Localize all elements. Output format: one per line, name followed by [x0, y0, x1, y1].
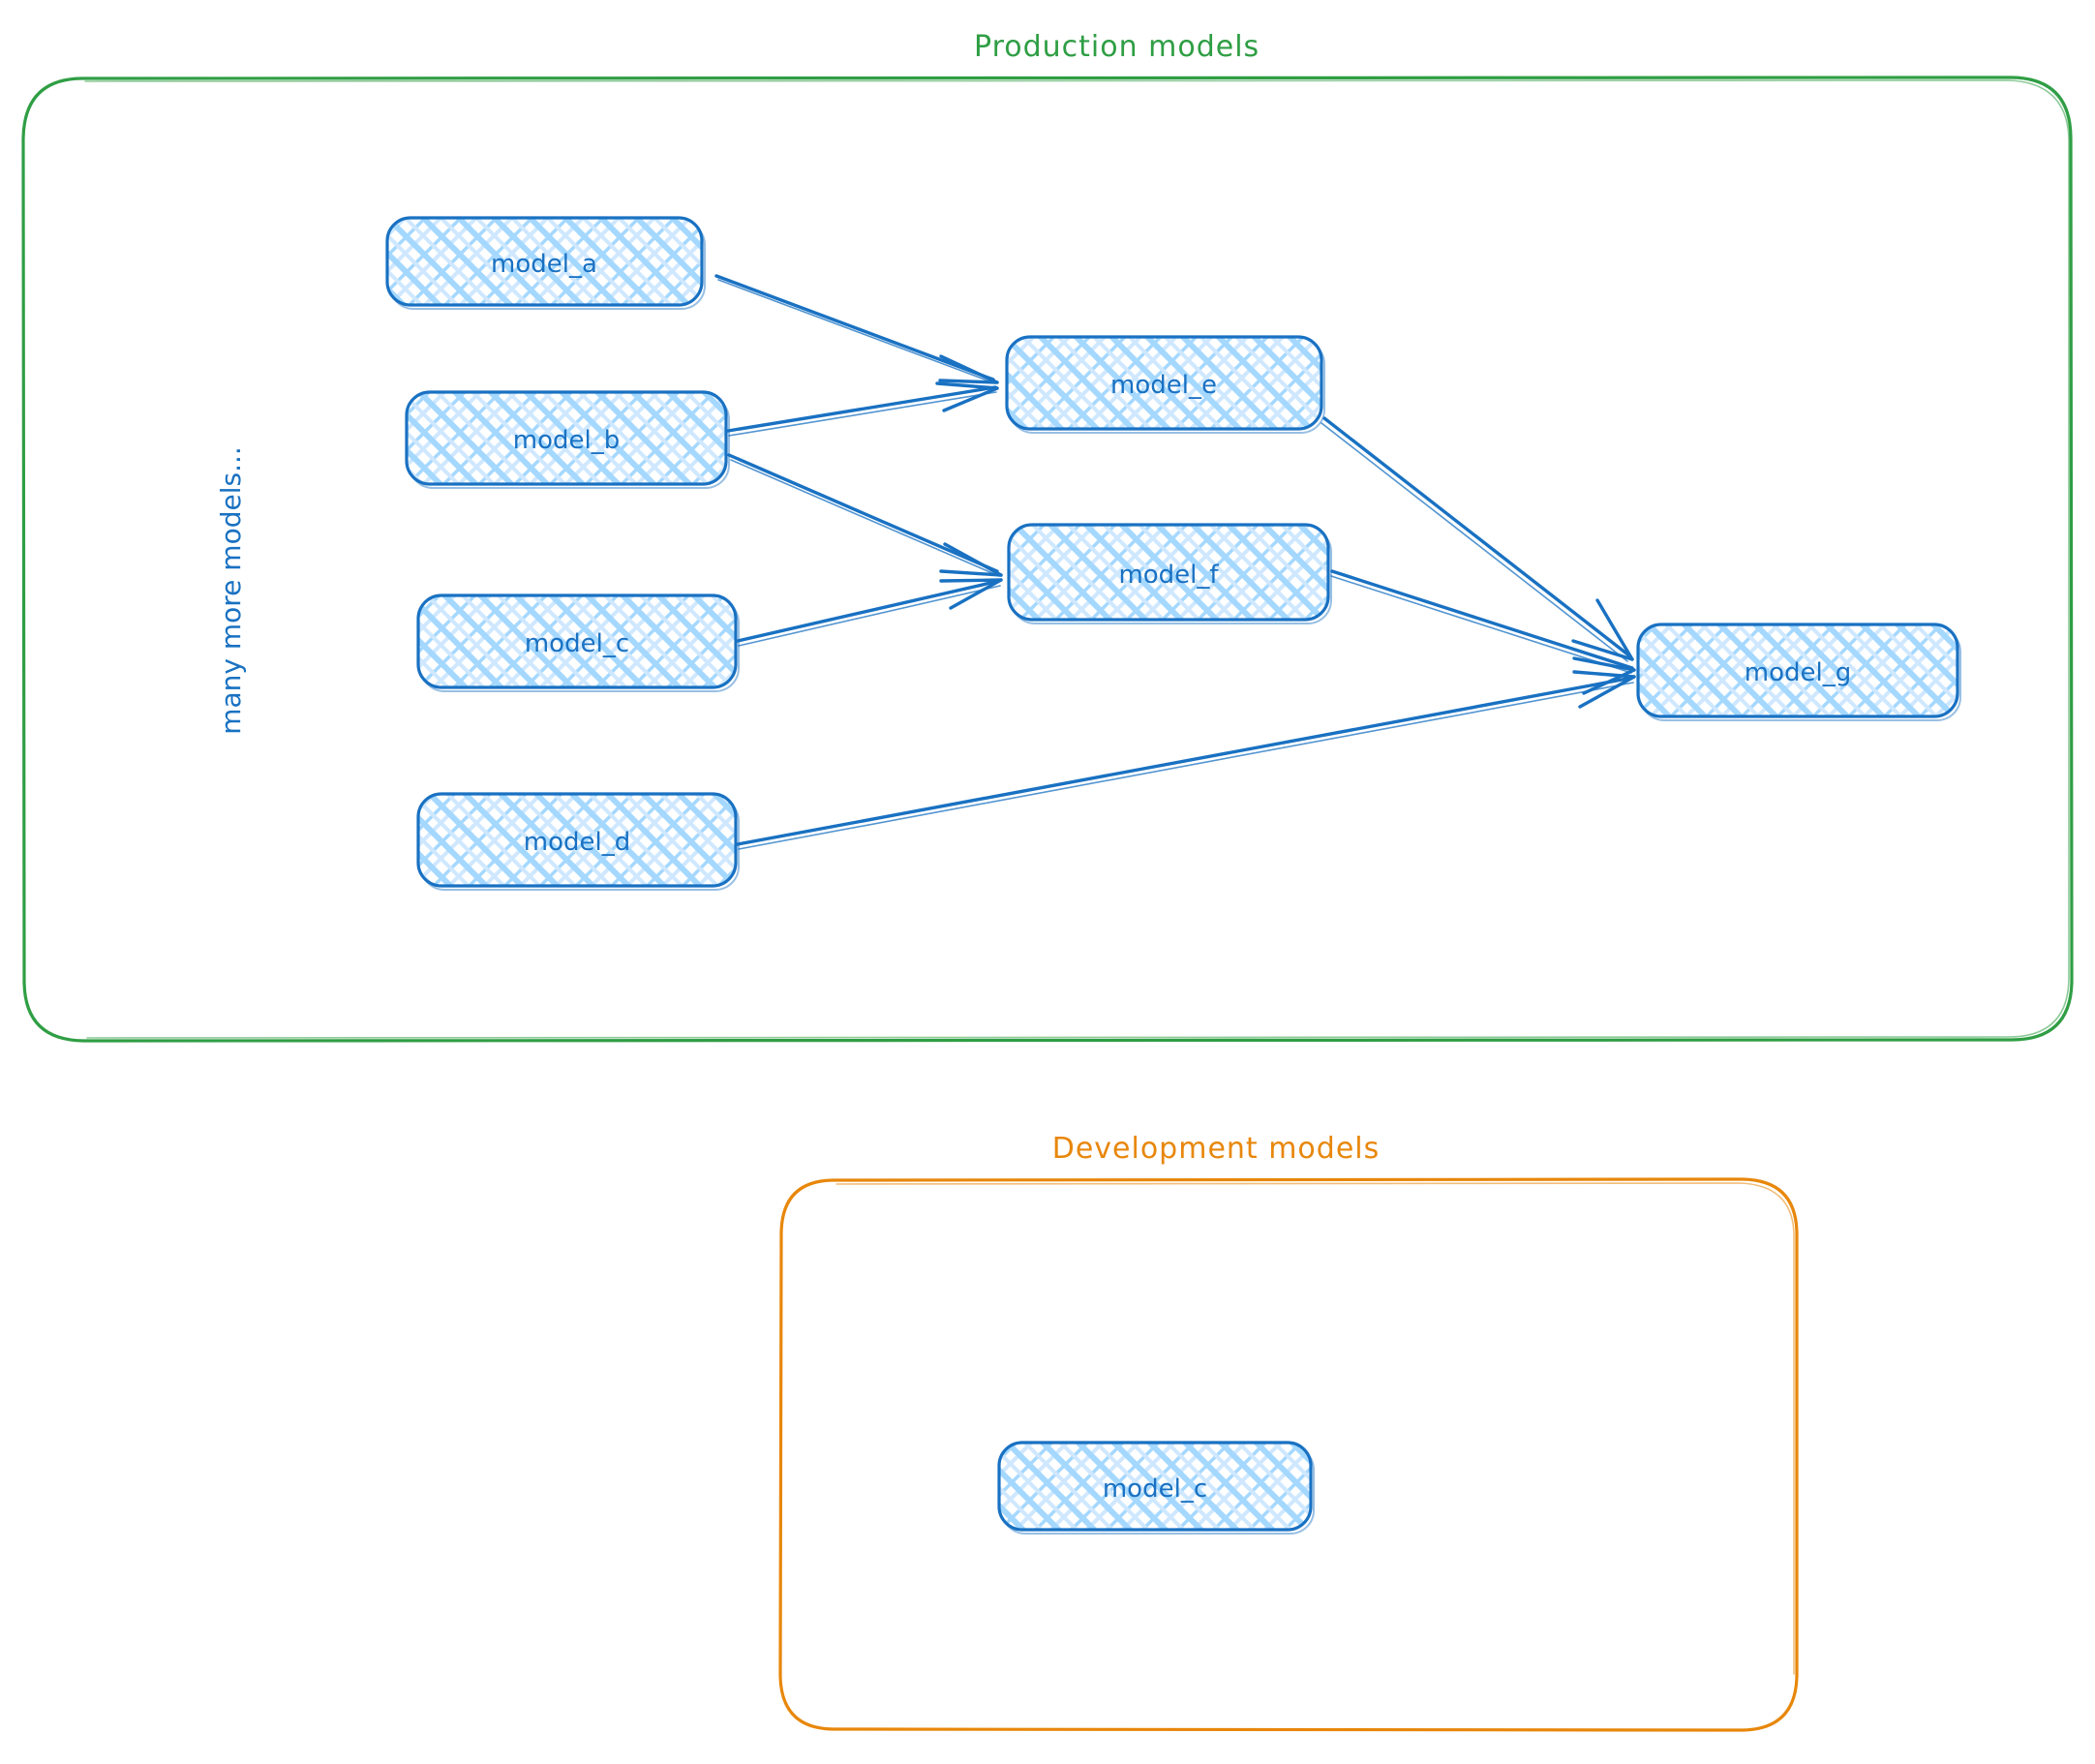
node-model_e-body: [1005, 335, 1323, 431]
node-model_f-label: model_f: [1118, 561, 1219, 590]
node-model_b-label: model_b: [513, 426, 620, 455]
node-model_c-development[interactable]: model_c: [997, 1441, 1315, 1535]
node-model_g-body: [1636, 623, 1959, 718]
node-model_b-body: [405, 390, 728, 486]
many-more-models-text: many more models...: [215, 446, 247, 735]
annotation-many-more-models: many more models...: [215, 446, 247, 735]
node-model_e[interactable]: model_e: [1005, 335, 1325, 434]
node-model_b[interactable]: model_b: [405, 390, 730, 489]
node-model_c-production-body: [416, 593, 738, 689]
edge-model_c-model_f: [736, 578, 1003, 647]
node-model_a-label: model_a: [491, 250, 597, 279]
node-model_c-development-label: model_c: [1103, 1475, 1207, 1504]
node-model_f[interactable]: model_f: [1007, 523, 1332, 624]
node-model_g-label: model_g: [1745, 658, 1851, 687]
node-model_d-body: [416, 792, 738, 888]
node-model_d-label: model_d: [524, 828, 630, 857]
group-production: Production models: [21, 30, 2074, 1043]
edge-model_b-model_b-model_e: [726, 381, 999, 437]
node-model_a-body: [385, 216, 704, 307]
edges-layer: [714, 274, 1636, 850]
group-production-label: Production models: [974, 30, 1260, 64]
group-development: Development models: [778, 1132, 1799, 1732]
node-model_c-production-label: model_c: [525, 629, 629, 658]
node-model_a[interactable]: model_a: [385, 216, 706, 310]
edge-model_a-model_e: [714, 274, 999, 384]
group-production-border: [21, 76, 2074, 1043]
group-production-border-sketch: [84, 79, 2070, 1039]
node-model_g[interactable]: model_g: [1636, 623, 1961, 721]
edge-model_d-model_g: [736, 670, 1636, 850]
node-model_d[interactable]: model_d: [416, 792, 740, 891]
group-development-border-sketch: [835, 1182, 1795, 1675]
node-model_f-body: [1007, 523, 1330, 622]
node-model_c-development-body: [997, 1441, 1313, 1532]
node-model_c-production[interactable]: model_c: [416, 593, 740, 692]
group-development-border: [778, 1177, 1799, 1732]
edge-model_b-model_f: [727, 453, 1003, 577]
node-model_e-label: model_e: [1110, 371, 1217, 400]
group-development-label: Development models: [1052, 1132, 1381, 1166]
edge-model_e-model_g: [1321, 416, 1634, 662]
edge-model_f-model_g: [1330, 569, 1636, 695]
